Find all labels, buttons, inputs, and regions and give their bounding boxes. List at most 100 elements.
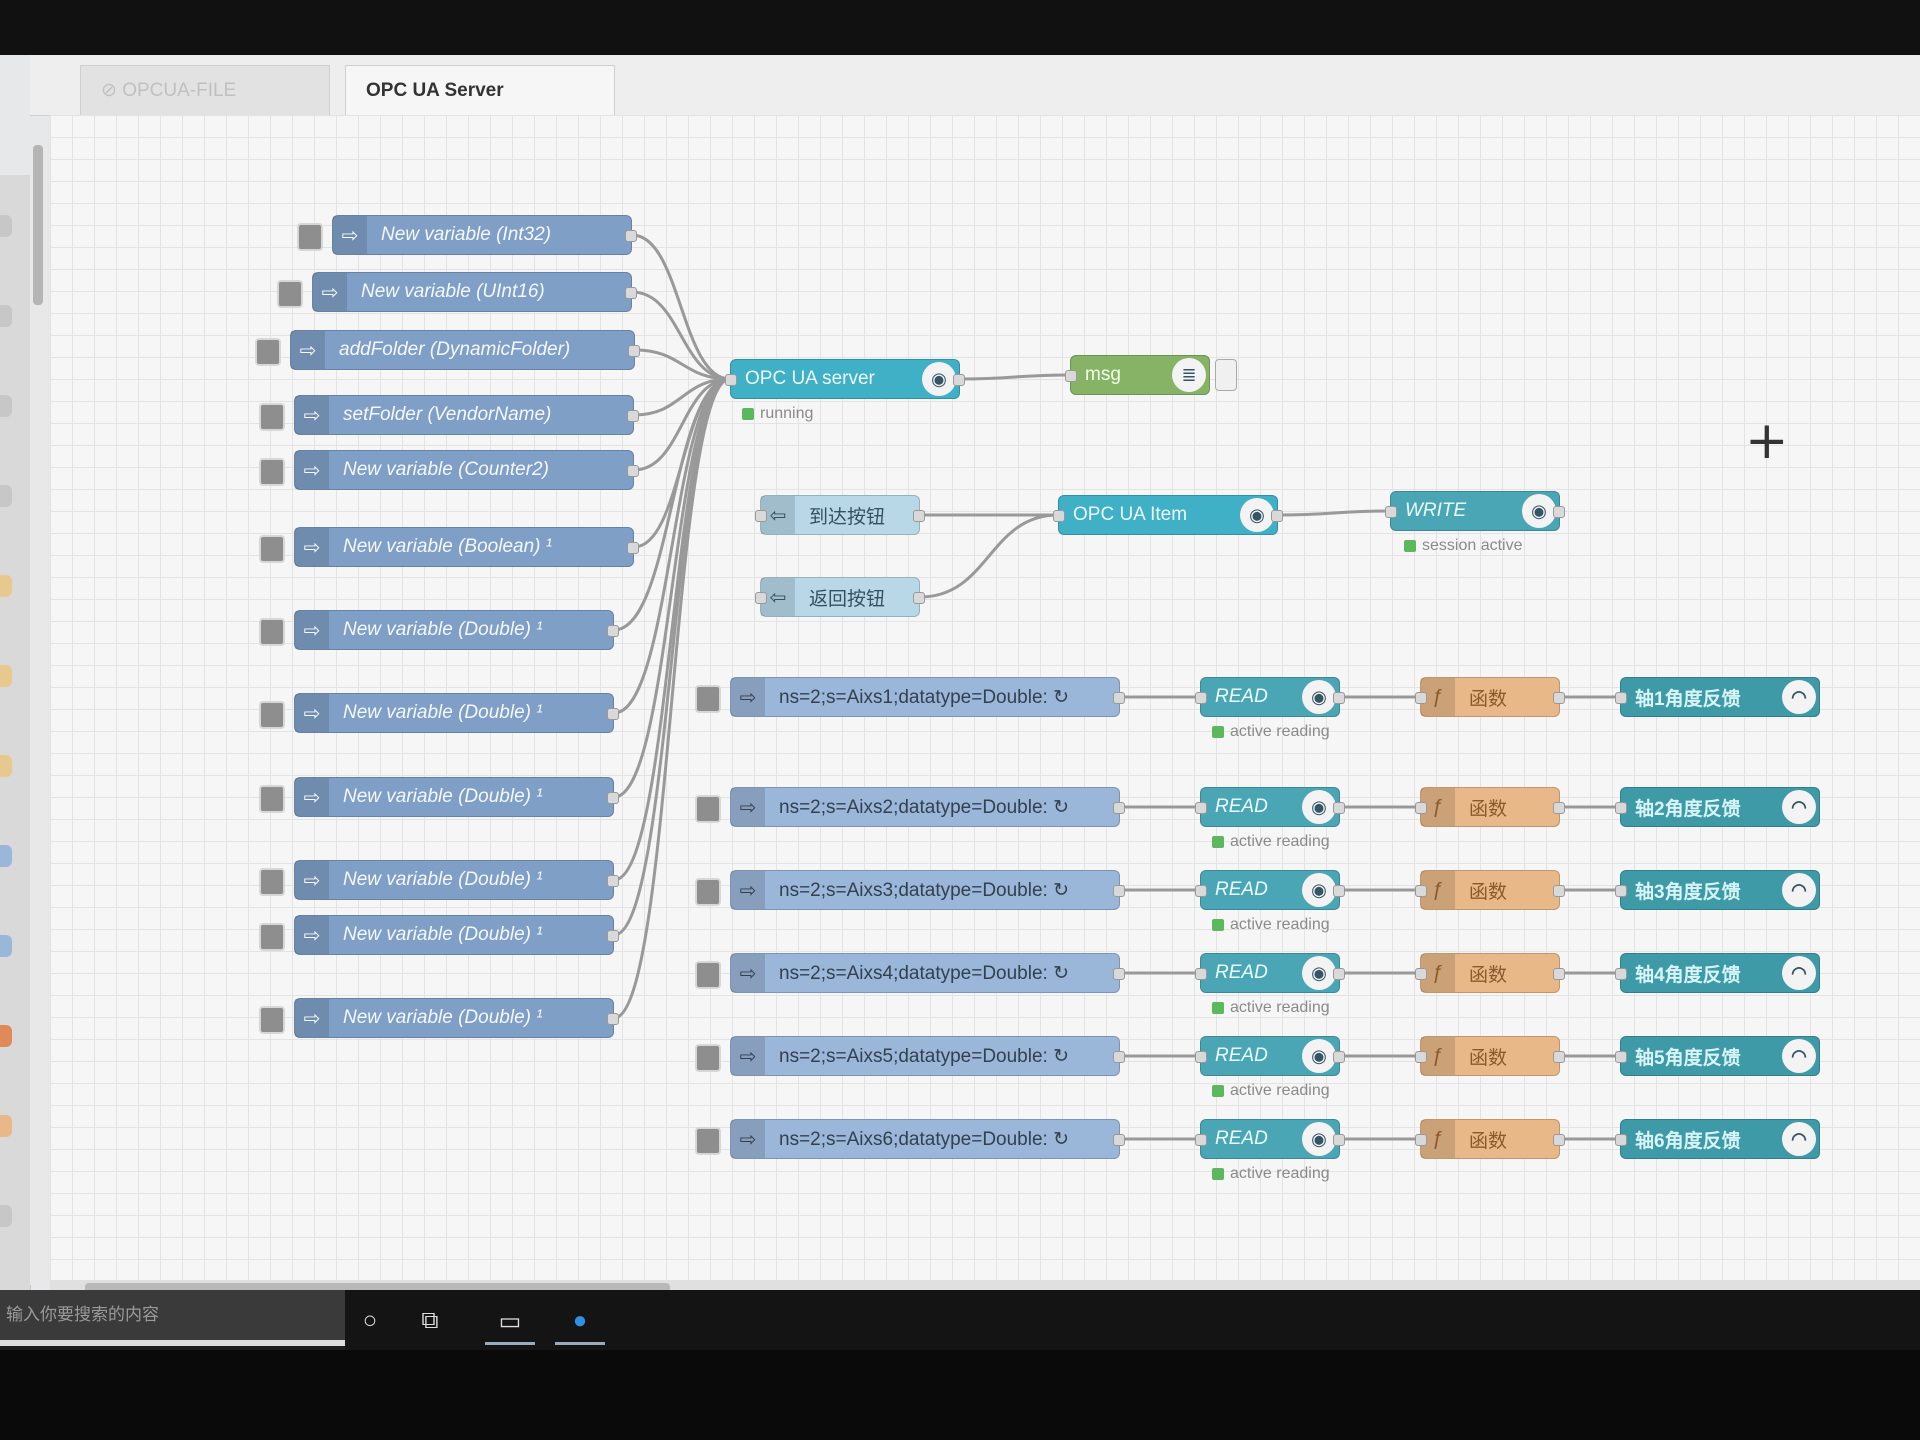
inject-node-left[interactable]: ⇨New variable (Boolean) ¹ <box>259 527 639 567</box>
input-port[interactable] <box>1415 1134 1427 1146</box>
wire[interactable] <box>613 377 731 715</box>
output-port[interactable] <box>953 374 965 386</box>
palette-node-stub[interactable] <box>0 845 12 867</box>
inject-trigger-button[interactable] <box>259 535 285 563</box>
inject-trigger-button[interactable] <box>695 961 721 989</box>
output-gauge-node[interactable]: 轴1角度反馈◠ <box>1615 677 1820 717</box>
wire[interactable] <box>613 377 731 632</box>
inject-trigger-button[interactable] <box>259 923 285 951</box>
output-port[interactable] <box>1113 1051 1125 1063</box>
output-port[interactable] <box>627 410 639 422</box>
input-port[interactable] <box>1415 1051 1427 1063</box>
output-port[interactable] <box>1333 692 1345 704</box>
opcua-read-node[interactable]: READ◉ <box>1195 1036 1345 1076</box>
wire[interactable] <box>631 290 731 381</box>
output-gauge-node[interactable]: 轴3角度反馈◠ <box>1615 870 1820 910</box>
inject-trigger-button[interactable] <box>259 868 285 896</box>
output-port[interactable] <box>607 625 619 637</box>
link-in-node-arrive[interactable]: ⇦到达按钮 <box>755 495 925 535</box>
inject-node-left[interactable]: ⇨New variable (Int32) <box>297 215 637 255</box>
output-gauge-node[interactable]: 轴4角度反馈◠ <box>1615 953 1820 993</box>
inject-trigger-button[interactable] <box>695 1044 721 1072</box>
debug-msg-node[interactable]: msg≣ <box>1065 355 1210 395</box>
inject-node-left[interactable]: ⇨New variable (Counter2) <box>259 450 639 490</box>
input-port[interactable] <box>1053 510 1065 522</box>
output-port[interactable] <box>1333 1134 1345 1146</box>
input-port[interactable] <box>1615 802 1627 814</box>
input-port[interactable] <box>1385 506 1397 518</box>
opcua-read-node[interactable]: READ◉ <box>1195 677 1345 717</box>
vertical-scrollbar[interactable] <box>30 135 46 1285</box>
output-port[interactable] <box>1333 802 1345 814</box>
opcua-read-node[interactable]: READ◉ <box>1195 1119 1345 1159</box>
opcua-item-node[interactable]: OPC UA Item◉ <box>1053 495 1283 535</box>
cortana-circle-icon[interactable]: ○ <box>362 1307 378 1334</box>
opcua-read-node[interactable]: READ◉ <box>1195 870 1345 910</box>
inject-node-left[interactable]: ⇨setFolder (VendorName) <box>259 395 639 435</box>
output-port[interactable] <box>627 542 639 554</box>
palette-node-stub[interactable] <box>0 665 12 687</box>
output-port[interactable] <box>1113 802 1125 814</box>
output-port[interactable] <box>607 1013 619 1025</box>
flow-canvas[interactable]: ⇨New variable (Int32)⇨New variable (UInt… <box>50 115 1920 1280</box>
output-port[interactable] <box>625 287 637 299</box>
inject-trigger-button[interactable] <box>297 223 323 251</box>
wire[interactable] <box>633 377 731 417</box>
inject-trigger-button[interactable] <box>259 458 285 486</box>
palette-node-stub[interactable] <box>0 1025 12 1047</box>
input-port[interactable] <box>1415 692 1427 704</box>
output-port[interactable] <box>1113 885 1125 897</box>
input-port[interactable] <box>1195 1051 1207 1063</box>
output-port[interactable] <box>1553 802 1565 814</box>
wire[interactable] <box>633 377 731 472</box>
output-port[interactable] <box>1553 692 1565 704</box>
inject-trigger-button[interactable] <box>255 338 281 366</box>
task-view-icon[interactable]: ⧉ <box>421 1307 439 1334</box>
inject-node-axis[interactable]: ⇨ns=2;s=Aixs4;datatype=Double: ↻ <box>695 953 1125 993</box>
output-port[interactable] <box>913 510 925 522</box>
input-port[interactable] <box>1615 885 1627 897</box>
output-port[interactable] <box>1553 1134 1565 1146</box>
tab-opcua-file[interactable]: ⊘ OPCUA-FILE <box>80 65 330 115</box>
output-port[interactable] <box>1553 506 1565 518</box>
inject-node-axis[interactable]: ⇨ns=2;s=Aixs5;datatype=Double: ↻ <box>695 1036 1125 1076</box>
output-gauge-node[interactable]: 轴2角度反馈◠ <box>1615 787 1820 827</box>
palette-node-stub[interactable] <box>0 755 12 777</box>
input-port[interactable] <box>1415 885 1427 897</box>
wire[interactable] <box>634 348 731 381</box>
output-port[interactable] <box>1113 1134 1125 1146</box>
inject-trigger-button[interactable] <box>259 785 285 813</box>
output-port[interactable] <box>1113 692 1125 704</box>
inject-node-left[interactable]: ⇨addFolder (DynamicFolder) <box>255 330 640 370</box>
output-port[interactable] <box>607 875 619 887</box>
wire[interactable] <box>919 513 1059 599</box>
inject-node-left[interactable]: ⇨New variable (Double) ¹ <box>259 610 619 650</box>
wire[interactable] <box>959 373 1071 381</box>
output-port[interactable] <box>1333 1051 1345 1063</box>
palette-node-stub[interactable] <box>0 1205 12 1227</box>
wire[interactable] <box>613 377 731 1020</box>
inject-node-left[interactable]: ⇨New variable (Double) ¹ <box>259 860 619 900</box>
output-port[interactable] <box>1333 885 1345 897</box>
palette-node-stub[interactable] <box>0 215 12 237</box>
output-port[interactable] <box>625 230 637 242</box>
inject-node-left[interactable]: ⇨New variable (Double) ¹ <box>259 915 619 955</box>
palette-node-stub[interactable] <box>0 1115 12 1137</box>
tab-opc-ua-server[interactable]: OPC UA Server <box>345 65 615 115</box>
input-port[interactable] <box>1415 802 1427 814</box>
input-port[interactable] <box>1195 1134 1207 1146</box>
inject-node-left[interactable]: ⇨New variable (Double) ¹ <box>259 777 619 817</box>
palette-node-stub[interactable] <box>0 935 12 957</box>
opcua-read-node[interactable]: READ◉ <box>1195 953 1345 993</box>
output-port[interactable] <box>913 592 925 604</box>
input-port[interactable] <box>725 374 737 386</box>
taskbar-search-input[interactable]: 输入你要搜索的内容 <box>0 1290 345 1340</box>
inject-node-left[interactable]: ⇨New variable (Double) ¹ <box>259 998 619 1038</box>
input-port[interactable] <box>1615 968 1627 980</box>
inject-node-axis[interactable]: ⇨ns=2;s=Aixs6;datatype=Double: ↻ <box>695 1119 1125 1159</box>
inject-node-axis[interactable]: ⇨ns=2;s=Aixs1;datatype=Double: ↻ <box>695 677 1125 717</box>
output-port[interactable] <box>607 792 619 804</box>
